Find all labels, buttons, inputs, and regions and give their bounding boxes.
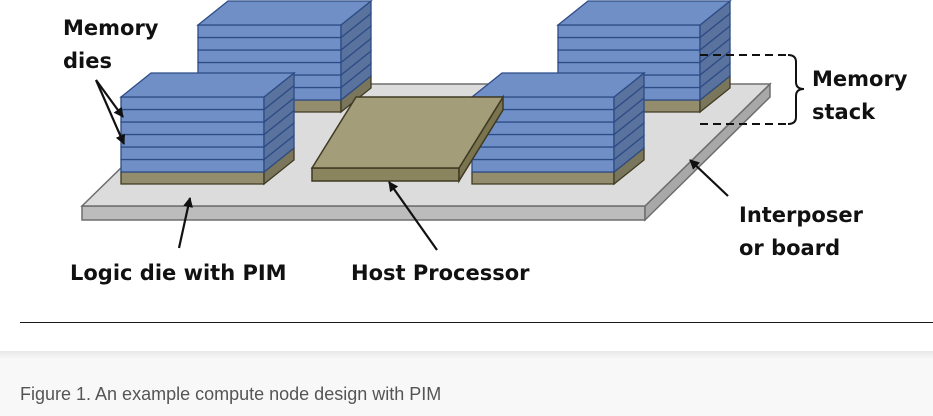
memory-stack-front-left xyxy=(119,71,296,186)
label-interposer-line2: or board xyxy=(739,236,840,260)
memory-stack-top xyxy=(196,0,373,26)
arrow-host-processor xyxy=(388,181,438,251)
label-memory-stack-line1: Memory xyxy=(812,67,908,91)
memory-die xyxy=(120,121,265,136)
logic-die xyxy=(471,171,615,185)
caption-area: Figure 1. An example compute node design… xyxy=(0,351,933,416)
pim-compute-node-diagram: Memory dies Memory stack Interposer or b… xyxy=(63,0,908,285)
memory-die xyxy=(120,133,265,148)
label-memory-dies-line1: Memory xyxy=(63,16,159,40)
annotation-arrows xyxy=(94,79,729,251)
label-memory-dies-line2: dies xyxy=(63,49,112,73)
memory-stack-front-right xyxy=(470,71,646,186)
label-logic-die: Logic die with PIM xyxy=(70,261,287,285)
memory-die xyxy=(557,24,701,39)
memory-die xyxy=(557,49,701,64)
arrow-memory-dies-2 xyxy=(94,79,126,145)
memory-die xyxy=(120,146,265,161)
memory-die xyxy=(197,36,342,51)
label-interposer-line1: Interposer xyxy=(739,203,864,227)
memory-die xyxy=(120,158,265,173)
memory-die xyxy=(557,36,701,51)
memory-die xyxy=(471,146,615,161)
arrow-logic-die xyxy=(177,197,193,249)
arrow-interposer xyxy=(689,159,729,197)
logic-die xyxy=(120,171,265,185)
memory-die xyxy=(197,24,342,39)
host-processor-chip xyxy=(310,94,505,184)
label-memory-stack-line2: stack xyxy=(812,100,876,124)
memory-die xyxy=(120,96,265,111)
memory-stack-top xyxy=(556,0,732,26)
arrow-memory-dies-1 xyxy=(95,79,124,118)
memory-stack-top xyxy=(119,72,296,98)
memory-stack-bracket xyxy=(700,54,805,125)
figure-caption: Figure 1. An example compute node design… xyxy=(20,384,442,404)
memory-die xyxy=(120,108,265,123)
memory-stack-top xyxy=(470,72,646,98)
memory-die xyxy=(471,133,615,148)
memory-die xyxy=(197,49,342,64)
memory-die xyxy=(471,158,615,173)
label-host-processor: Host Processor xyxy=(351,261,530,285)
divider-line xyxy=(20,322,933,323)
